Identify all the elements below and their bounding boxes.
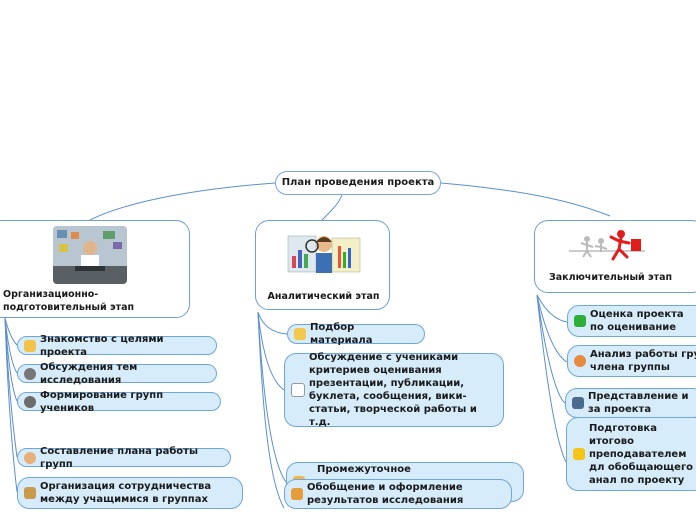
connector-s3-i4 [536,294,567,463]
connector-s2-i3 [257,311,287,483]
list-item[interactable]: Подбор материала [287,322,425,346]
checkmark-icon [574,315,586,327]
analysis-icon [574,355,586,367]
connector-root-stage1 [89,182,276,221]
item-label: Обсуждения тем исследования [40,361,138,386]
list-item[interactable]: Оценка проекта по оценивание [567,305,696,337]
connector-s1-i5 [4,317,18,493]
list-item[interactable]: Знакомство с целями проекта [17,334,217,358]
connector-s3-i1 [536,294,568,323]
book-icon [291,383,305,397]
stage-organizational-title: Организационно-подготовительный этап [3,289,135,313]
item-label: Представление и за проекта [588,391,689,415]
connector-s2-i1 [257,311,288,335]
stage-final[interactable]: Заключительный этап [534,220,696,293]
list-item[interactable]: Обсуждение с учениками критериев оценива… [284,352,504,428]
item-label: Оценка проекта по оценивание [590,309,684,333]
hand-icon [24,339,36,352]
stage-organizational[interactable]: Организационно-подготовительный этап [0,220,190,318]
list-item[interactable]: Составление плана работы групп [17,446,231,470]
people-icon [24,395,36,408]
item-label: Обобщение и оформление результатов иссле… [307,482,464,506]
list-item[interactable]: Подготовка итогово преподавателем дл обо… [566,417,696,491]
folder-icon [294,328,306,340]
item-label: Формирование групп учеников [40,389,164,414]
item-label: Подготовка итогово преподавателем дл обо… [589,422,694,486]
archive-icon [291,488,303,500]
stage-final-title: Заключительный этап [549,272,673,283]
stage-organizational-image [53,226,127,284]
item-label: Составление плана работы групп [40,445,199,470]
stage-final-image [565,227,649,263]
person-icon [24,451,36,464]
list-item[interactable]: Представление и за проекта [565,388,696,418]
list-item[interactable]: Обсуждения тем исследования [17,362,217,386]
connector-s2-i4 [257,311,285,509]
list-item[interactable]: Анализ работы гру члена группы [567,345,696,377]
root-label: План проведения проекта [281,177,435,188]
connector-s3-i3 [536,294,566,404]
star-icon [573,448,585,460]
list-item[interactable]: Формирование групп учеников [17,390,221,414]
item-label: Организация сотрудничества между учащими… [40,481,212,505]
stage-analytical[interactable]: Аналитический этап [255,220,390,310]
stage-analytical-title: Аналитический этап [267,291,380,302]
speech-icon [24,367,36,380]
item-label: Обсуждение с учениками критериев оценива… [309,352,477,428]
list-item[interactable]: Организация сотрудничества между учащими… [17,477,243,509]
list-item[interactable]: Обобщение и оформление результатов иссле… [284,479,512,509]
connector-root-stage3 [440,182,611,217]
root-node[interactable]: План проведения проекта [275,171,441,195]
item-label: Знакомство с целями проекта [40,333,164,358]
stage-analytical-image [286,226,362,283]
connector-s2-i2 [257,311,285,391]
group-icon [24,487,36,499]
item-label: Подбор материала [310,322,373,346]
connector-root-stage2 [321,194,343,221]
item-label: Анализ работы гру члена группы [590,349,696,373]
presenter-icon [572,397,584,409]
connector-s3-i2 [536,294,568,363]
